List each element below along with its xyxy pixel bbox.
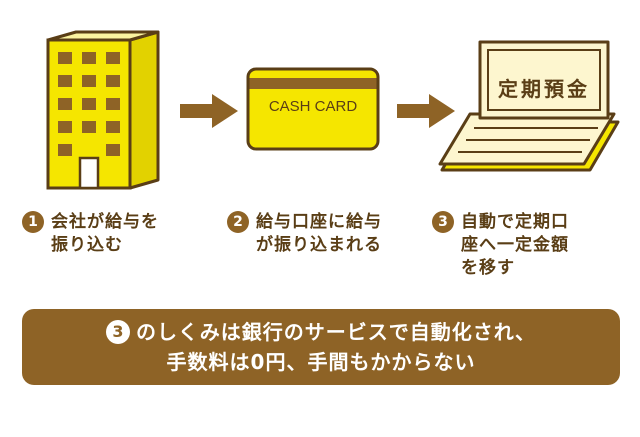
summary-banner: 3 のしくみは銀行のサービスで自動化され、 手数料は0円、手間もかからない	[22, 309, 620, 385]
step-2-label: 2 給与口座に給与 が振り込まれる	[227, 211, 382, 257]
banner-text-1: のしくみは銀行のサービスで自動化され、	[136, 320, 536, 344]
step-number-badge: 3	[432, 211, 454, 233]
arrow-right-icon	[180, 94, 238, 128]
office-building-icon	[46, 30, 160, 190]
banner-number-badge: 3	[106, 320, 130, 344]
step-number-badge: 1	[22, 211, 44, 233]
deposit-book-title: 定期預金	[498, 77, 590, 101]
banner-text-2: 手数料は0円、手間もかからない	[166, 350, 476, 374]
step-number-badge: 2	[227, 211, 249, 233]
step-text: 会社が給与を 振り込む	[51, 212, 159, 255]
step-text: 給与口座に給与 が振り込まれる	[256, 212, 382, 255]
step-text: 自動で定期口 座へ一定金額 を移す	[461, 212, 569, 278]
step-3-label: 3 自動で定期口 座へ一定金額 を移す	[432, 211, 569, 280]
cash-card-icon	[246, 67, 380, 151]
banner-line-1: 3 のしくみは銀行のサービスで自動化され、	[106, 317, 536, 347]
arrow-right-icon	[397, 94, 455, 128]
card-text: CASH CARD	[268, 98, 358, 115]
deposit-book-icon	[438, 40, 620, 172]
step-1-label: 1 会社が給与を 振り込む	[22, 211, 159, 257]
